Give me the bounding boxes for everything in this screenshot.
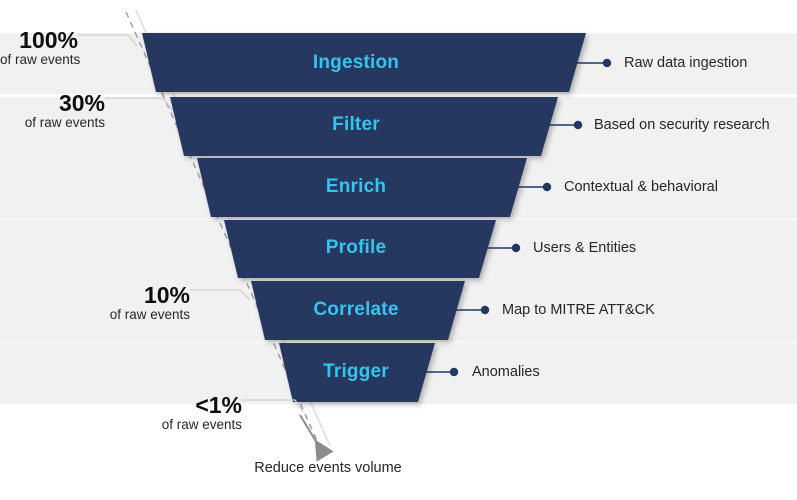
percent-value: 30%	[58, 89, 105, 116]
funnel-bars	[142, 33, 586, 402]
description-correlate: Map to MITRE ATT&CK	[502, 302, 655, 318]
reduce-volume-caption: Reduce events volume	[254, 460, 402, 476]
description-enrich: Contextual & behavioral	[564, 179, 718, 195]
percent-value: 100%	[19, 26, 78, 53]
funnel-bar-filter	[170, 97, 558, 156]
percent-leader-lines	[78, 34, 304, 413]
stage-label-enrich: Enrich	[325, 176, 387, 197]
stage-label-profile: Profile	[325, 237, 387, 258]
percent-sublabel: of raw events	[109, 306, 190, 322]
percent-callout-10: 10% of raw events	[85, 283, 190, 323]
funnel-bar-profile	[224, 220, 496, 278]
funnel-bar-correlate	[251, 281, 465, 340]
description-connectors	[424, 58, 612, 377]
description-profile: Users & Entities	[533, 240, 637, 256]
percent-sublabel: of raw events	[0, 51, 81, 67]
funnel-bar-ingestion	[142, 33, 586, 92]
percent-value: <1%	[195, 391, 242, 418]
funnel-bar-trigger	[279, 343, 435, 402]
stage-label-correlate: Correlate	[313, 299, 399, 320]
description-ingestion: Raw data ingestion	[624, 55, 748, 71]
percent-callout-100: 100% of raw events	[0, 26, 81, 68]
percent-sublabel: of raw events	[161, 416, 242, 432]
percent-sublabel: of raw events	[24, 114, 105, 130]
reduce-volume-arrow	[299, 414, 334, 462]
percent-callout-30: 30% of raw events	[0, 91, 105, 131]
stage-label-ingestion: Ingestion	[312, 52, 400, 73]
percent-callout-lt1: <1% of raw events	[137, 393, 242, 433]
percent-value: 10%	[143, 281, 190, 308]
stage-label-trigger: Trigger	[323, 361, 389, 382]
funnel-bar-enrich	[197, 158, 527, 217]
description-trigger: Anomalies	[472, 364, 540, 380]
stage-label-filter: Filter	[332, 114, 380, 135]
description-filter: Based on security research	[594, 117, 770, 133]
